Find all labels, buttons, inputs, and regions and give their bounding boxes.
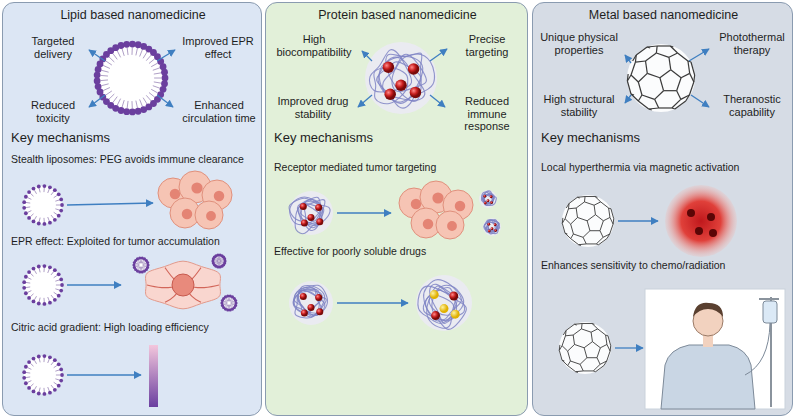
panel-title: Lipid based nanomedicine [3, 8, 263, 22]
feature-label: Improved drug stability [270, 95, 356, 120]
leader-arrow [337, 212, 391, 213]
feature-label: Photothermal therapy [713, 31, 791, 56]
patient-iv [645, 289, 785, 409]
leader-arrow [430, 95, 445, 107]
tumor-cells [158, 171, 232, 229]
illustration [266, 3, 527, 415]
feature-label: High structural stability [535, 93, 623, 118]
leader-arrow [157, 50, 175, 61]
leader-arrow [157, 95, 173, 107]
liposome [220, 295, 237, 312]
section-heading: Key mechanisms [541, 131, 741, 146]
fullerene [559, 322, 611, 374]
leader-arrow [625, 95, 631, 103]
leader-arrow [358, 95, 372, 107]
gradient-bar [149, 345, 158, 407]
hyperthermia-glow [665, 185, 737, 257]
protein-nanoparticle [483, 218, 501, 236]
leader-arrow [691, 95, 709, 107]
leader-arrow [689, 49, 709, 61]
mechanism-caption: Local hyperthermia via magnetic activati… [541, 161, 791, 173]
feature-label: Targeted delivery [19, 35, 87, 60]
feature-label: Precise targeting [449, 33, 525, 58]
feature-label: Reduced immune response [447, 95, 527, 133]
section-heading: Key mechanisms [274, 131, 474, 146]
leader-arrow [625, 55, 631, 63]
leader-arrow [615, 347, 643, 348]
liposome [22, 264, 64, 306]
liposome [211, 253, 226, 268]
feature-label: Enhanced circulation time [177, 99, 261, 124]
tumor-cells [399, 181, 473, 239]
mechanism-caption: Enhances sensitivity to chemo/radiation [541, 259, 791, 271]
liposome [22, 184, 64, 226]
mechanism-caption: Effective for poorly soluble drugs [274, 245, 524, 257]
mechanism-caption: Stealth liposomes: PEG avoids immune cle… [11, 153, 261, 165]
protein-nanoparticle [289, 191, 333, 235]
fullerene [627, 44, 695, 112]
panel-title: Protein based nanomedicine [266, 8, 529, 22]
illustration [3, 3, 261, 415]
blood-vessel [146, 261, 221, 309]
leader-arrow [89, 95, 105, 107]
section-heading: Key mechanisms [11, 131, 211, 146]
protein-nanoparticle [479, 190, 497, 208]
feature-label: Unique physical properties [535, 31, 623, 56]
protein-nanoparticle [365, 42, 437, 114]
leader-arrow [67, 374, 141, 375]
fullerene [562, 195, 614, 247]
leader-arrow [362, 51, 372, 61]
leader-arrow [67, 284, 121, 285]
liposome [22, 354, 64, 396]
liposome [132, 257, 149, 274]
leader-arrow [337, 302, 408, 303]
feature-label: High biocompatibility [268, 33, 360, 58]
leader-arrow [89, 50, 105, 61]
feature-label: Improved EPR effect [179, 35, 257, 60]
liposome [94, 41, 169, 116]
panel: Protein based nanomedicineHigh biocompat… [265, 2, 528, 416]
feature-label: Theranostic capability [713, 93, 791, 118]
protein-nanoparticle [289, 281, 333, 325]
mechanism-caption: Citric acid gradient: High loading effic… [11, 321, 261, 333]
leader-arrow [430, 49, 447, 61]
protein-nanoparticle [416, 275, 472, 331]
panel: Lipid based nanomedicineTargeted deliver… [2, 2, 262, 416]
panel: Metal based nanomedicineUnique physical … [532, 2, 793, 416]
mechanism-caption: EPR effect: Exploited for tumor accumula… [11, 235, 261, 247]
feature-label: Reduced toxicity [19, 99, 87, 124]
leader-arrow [618, 220, 658, 221]
mechanism-caption: Receptor mediated tumor targeting [274, 161, 524, 173]
panel-title: Metal based nanomedicine [533, 8, 794, 22]
illustration [533, 3, 792, 415]
leader-arrow [67, 203, 153, 205]
